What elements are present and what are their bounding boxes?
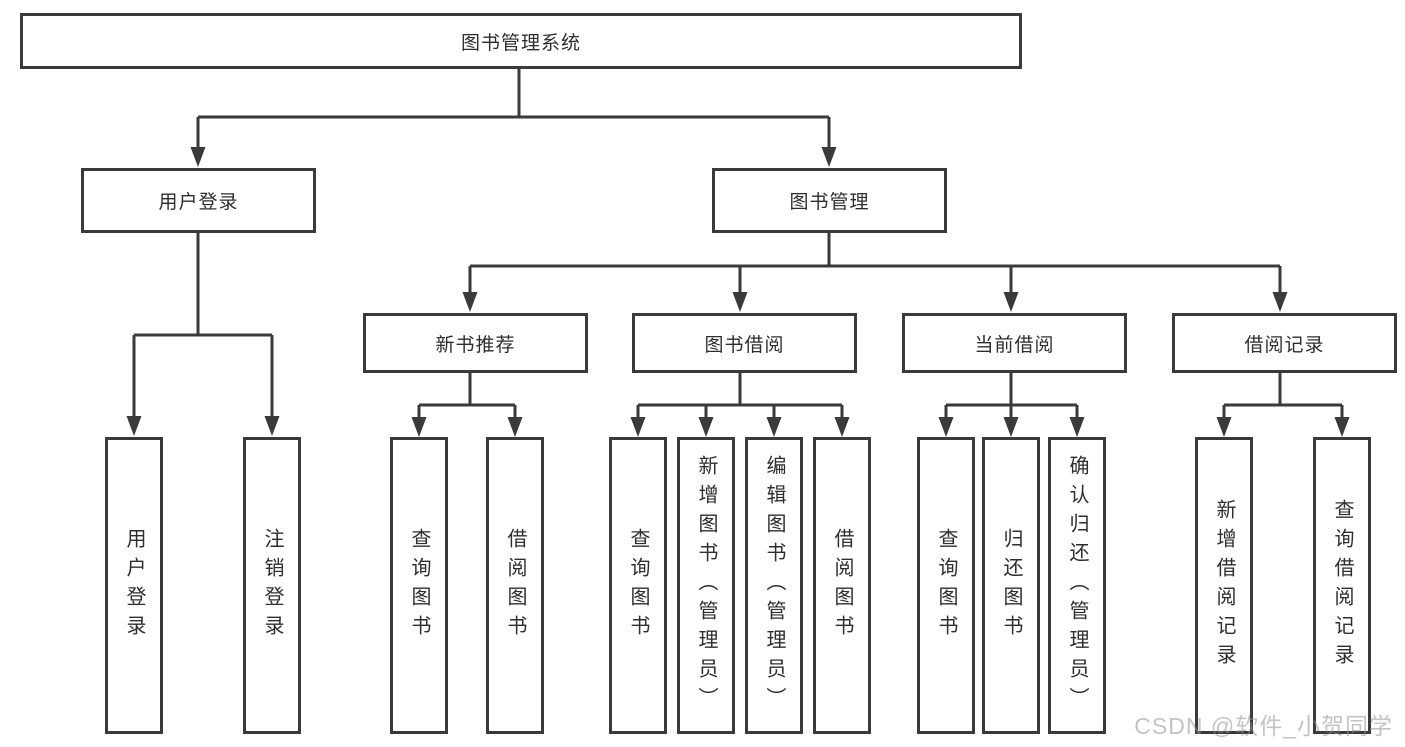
node-label: 图书管理系统	[460, 32, 581, 54]
node-book-borrowing: 图书借阅	[632, 313, 857, 373]
leaf-label: 借阅图书	[831, 527, 853, 644]
node-label: 当前借阅	[974, 334, 1055, 356]
leaf-borrow-books: 借阅图书	[813, 437, 871, 734]
arrowheads-book-borrowing	[630, 417, 850, 437]
leaf-add-borrow-record: 新增借阅记录	[1195, 437, 1253, 734]
leaf-label: 新增图书（管理员）	[695, 455, 717, 716]
leaf-label: 查询图书	[627, 527, 649, 644]
arrowheads-level3	[462, 292, 1288, 312]
leaf-query-borrow-record: 查询借阅记录	[1313, 437, 1371, 734]
leaf-query-books-recommend: 查询图书	[390, 437, 448, 734]
leaf-label: 用户登录	[123, 527, 145, 644]
arrowheads-borrow-records	[1216, 417, 1350, 437]
connector-book-management-to-level3	[468, 233, 1282, 292]
leaf-label: 借阅图书	[504, 527, 526, 644]
leaf-label: 编辑图书（管理员）	[763, 455, 785, 716]
leaf-query-books-borrowing: 查询图书	[609, 437, 667, 734]
node-library-management-system: 图书管理系统	[20, 13, 1022, 69]
arrowheads-current-borrowing	[938, 417, 1085, 437]
leaf-add-books-admin: 新增图书（管理员）	[677, 437, 735, 734]
leaf-query-books-current: 查询图书	[917, 437, 975, 734]
connector-root-to-level2	[196, 69, 831, 147]
leaf-label: 注销登录	[261, 527, 283, 644]
node-label: 用户登录	[158, 192, 239, 213]
leaf-label: 确认归还（管理员）	[1066, 455, 1088, 716]
leaf-label: 新增借阅记录	[1213, 498, 1235, 673]
arrowheads-level2	[190, 147, 837, 167]
leaf-confirm-return-admin: 确认归还（管理员）	[1048, 437, 1106, 734]
node-label: 新书推荐	[435, 334, 516, 356]
leaf-edit-books-admin: 编辑图书（管理员）	[745, 437, 803, 734]
leaf-label: 查询借阅记录	[1331, 498, 1353, 673]
node-label: 图书借阅	[704, 334, 785, 356]
leaf-label: 归还图书	[1000, 527, 1022, 644]
leaf-label: 查询图书	[408, 527, 430, 644]
arrowheads-new-book	[411, 417, 523, 437]
node-book-management: 图书管理	[712, 168, 947, 233]
node-current-borrowing: 当前借阅	[902, 313, 1127, 373]
leaf-return-books: 归还图书	[982, 437, 1040, 734]
node-user-login: 用户登录	[81, 168, 316, 233]
connector-current-borrowing-to-leaves	[944, 373, 1079, 417]
leaf-borrow-books-recommend: 借阅图书	[486, 437, 544, 734]
node-label: 借阅记录	[1244, 334, 1325, 356]
leaf-user-login: 用户登录	[105, 437, 163, 734]
node-borrowing-records: 借阅记录	[1172, 313, 1397, 373]
arrowheads-user-login	[126, 416, 280, 436]
leaf-logout: 注销登录	[243, 437, 301, 734]
leaf-label: 查询图书	[935, 527, 957, 644]
connector-new-book-to-leaves	[417, 373, 517, 417]
connector-borrow-records-to-leaves	[1222, 373, 1344, 417]
node-label: 图书管理	[789, 192, 870, 213]
connector-user-login-to-leaves	[132, 233, 274, 416]
node-new-book-recommendation: 新书推荐	[363, 313, 588, 373]
connector-book-borrowing-to-leaves	[636, 373, 844, 417]
